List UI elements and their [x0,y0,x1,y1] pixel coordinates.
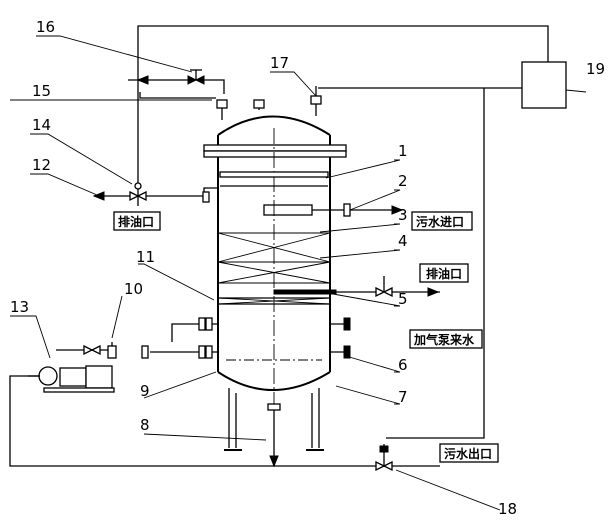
valves-and-flanges [83,69,393,472]
label-sewage-inlet: 污水进口 [416,214,464,229]
callout-15: 15 [32,82,51,100]
outlet-labels: 排油口 污水进口 排油口 加气泵来水 污水出口 [113,211,499,463]
callout-numbers: 1 2 3 4 5 6 7 8 9 10 11 12 13 14 15 16 1… [10,18,605,518]
vessel [203,115,347,404]
callout-2: 2 [398,172,408,190]
callout-14: 14 [32,116,51,134]
callout-18: 18 [498,500,517,518]
callout-17: 17 [270,54,289,72]
label-sewage-outlet: 污水出口 [444,446,492,461]
callout-13: 13 [10,298,29,316]
callout-16: 16 [36,18,55,36]
callout-1: 1 [398,142,408,160]
callout-12: 12 [32,156,51,174]
control-box [521,61,567,109]
callout-7: 7 [398,388,408,406]
label-dissolved-air-pump-water: 加气泵来水 [413,332,475,347]
label-oil-outlet-left: 排油口 [118,214,154,229]
vessel-internals [217,171,344,361]
top-nozzles [216,86,322,120]
callout-11: 11 [136,248,155,266]
bottom-drain [267,403,281,468]
callout-6: 6 [398,356,408,374]
callout-9: 9 [140,382,150,400]
callout-10: 10 [124,280,143,298]
callout-8: 8 [140,416,150,434]
label-oil-outlet-right: 排油口 [426,266,462,281]
callout-3: 3 [398,206,408,224]
leader-lines [10,35,587,511]
callout-4: 4 [398,232,408,250]
pump-unit [28,365,115,393]
callout-19: 19 [586,60,605,78]
callout-5: 5 [398,290,408,308]
